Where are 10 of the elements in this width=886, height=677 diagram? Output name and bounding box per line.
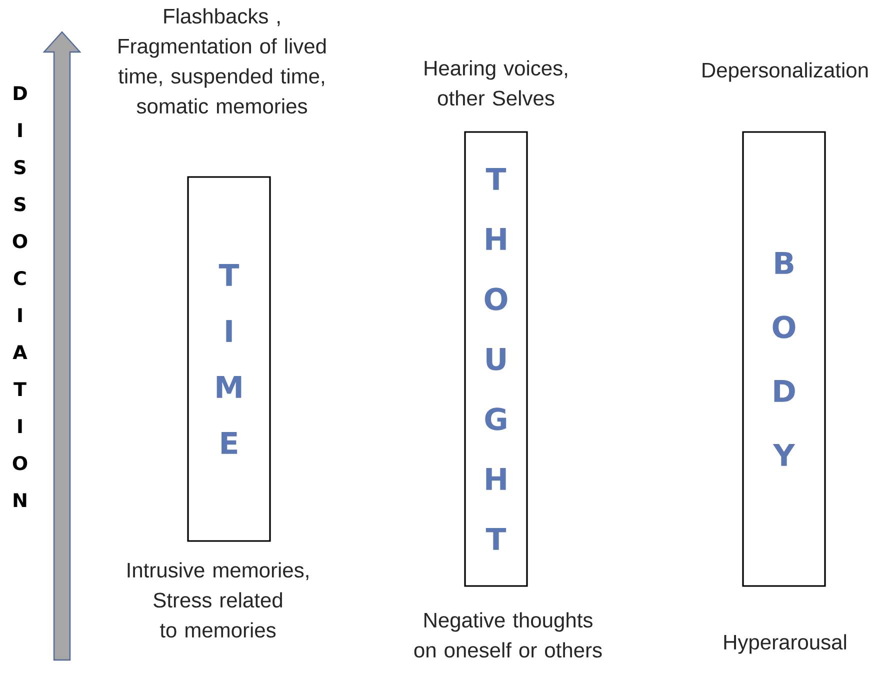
heading-text: Flashbacks , Fragmentation of lived time, suspended time, somatic memories — [118, 8, 326, 114]
column-box: BODY — [742, 131, 826, 587]
heading-text: Depersonalization — [702, 62, 868, 82]
column-box: THOUGHT — [464, 131, 528, 587]
caption-text: Negative thoughts on oneself or others — [414, 612, 602, 658]
heading-text: Hearing voices, other Selves — [424, 60, 568, 106]
caption-text: Hyperarousal — [724, 634, 846, 654]
vertical-label: DISSOCIATION — [12, 86, 28, 508]
caption-text: Intrusive memories, Stress related to memories — [128, 562, 308, 638]
column-box: TIME — [187, 176, 271, 542]
